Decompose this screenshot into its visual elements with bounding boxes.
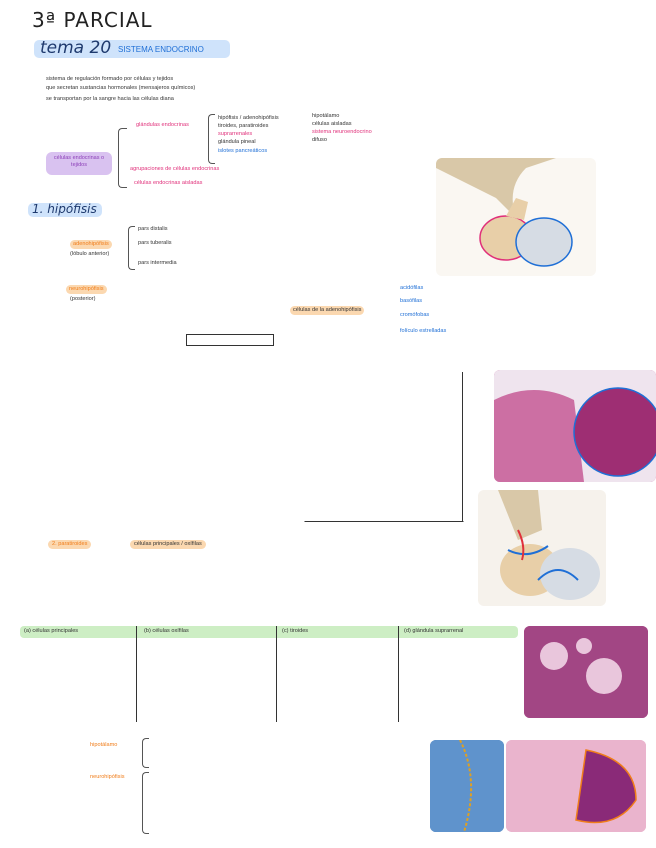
col-0: (a) células principales	[24, 628, 79, 634]
tipo-3: folículo estrelladas	[400, 328, 447, 334]
intro-line-1: sistema de regulación formado por célula…	[46, 76, 174, 82]
parte-2: pars intermedia	[138, 260, 177, 266]
col-divider-2	[276, 626, 277, 722]
celulas-header: células de la adenohipófisis	[290, 306, 365, 315]
tipo-0: acidófilas	[400, 285, 424, 291]
brace-left	[118, 128, 127, 188]
branch-top-item-3: glándula pineal	[218, 139, 256, 145]
col-1: (b) células oxífilas	[144, 628, 189, 634]
histology-image-3	[430, 740, 504, 832]
foot-label-0: hipotálamo	[90, 742, 118, 748]
branch-top-item-0: hipófisis / adenohipófisis	[218, 115, 279, 121]
hipofisis-diagram	[436, 158, 596, 276]
branch-top-right-3: difuso	[312, 137, 327, 143]
central-block	[304, 368, 464, 522]
intro-line-3: se transportan por la sangre hacia las c…	[46, 96, 174, 102]
tema-title: tema 20	[40, 38, 112, 58]
col-2: (c) tiroides	[282, 628, 309, 634]
section-paratiroides-sub: células principales / oxífilas	[130, 540, 206, 549]
branch-top-right-1: células aisladas	[312, 121, 352, 127]
histology-image-4	[506, 740, 646, 832]
histology-image-2	[524, 626, 648, 718]
bottom-band	[20, 626, 518, 638]
branch-top-label: glándulas endocrinas	[136, 122, 189, 128]
histology-image-1	[494, 370, 656, 482]
neuro-sub: (posterior)	[70, 296, 96, 302]
brace-foot-1	[142, 738, 149, 768]
brace-adeno	[128, 226, 135, 270]
col-3: (d) glándula suprarrenal	[404, 628, 464, 634]
left-badge-text: células endocrinas o tejidos	[53, 155, 105, 168]
adeno-sub: (lóbulo anterior)	[70, 251, 110, 257]
branch-bottom-label: células endocrinas aisladas	[134, 180, 203, 186]
brace-foot-2	[142, 772, 149, 834]
tema-highlight	[34, 40, 230, 58]
intro-line-2: que secretan sustancias hormonales (mens…	[46, 85, 196, 91]
tema-subtitle: SISTEMA ENDOCRINO	[118, 45, 204, 54]
box-label	[186, 334, 274, 346]
col-divider-1	[136, 626, 137, 722]
branch-top-item-1: tiroides, paratiroides	[218, 123, 269, 129]
branch-mid-label: agrupaciones de células endocrinas	[130, 166, 220, 172]
col-divider-3	[398, 626, 399, 722]
branch-top-right-0: hipotálamo	[312, 113, 340, 119]
section-hipofisis-hl	[28, 203, 102, 217]
branch-top-item-4: islotes pancreáticos	[218, 148, 268, 154]
branch-top-right-2: sistema neuroendocrino	[312, 129, 372, 135]
hipofisis-vascular-diagram	[478, 490, 606, 606]
parte-0: pars distalis	[138, 226, 168, 232]
adeno-label: adenohipófisis	[70, 240, 112, 249]
brace-top	[208, 114, 215, 164]
branch-top-item-2: suprarrenales	[218, 131, 253, 137]
tipo-2: cromófobas	[400, 312, 430, 318]
neuro-label: neurohipófisis	[66, 285, 107, 294]
parcial-title: 3ª PARCIAL	[32, 8, 153, 32]
parte-1: pars tuberalis	[138, 240, 172, 246]
section-paratiroides: 2. paratiroides	[48, 540, 92, 549]
section-hipofisis-title: 1. hipófisis	[32, 202, 97, 216]
tipo-1: basófilas	[400, 298, 423, 304]
central-line	[462, 372, 463, 522]
left-badge: células endocrinas o tejidos	[46, 152, 112, 175]
foot-label-1: neurohipófisis	[90, 774, 125, 780]
